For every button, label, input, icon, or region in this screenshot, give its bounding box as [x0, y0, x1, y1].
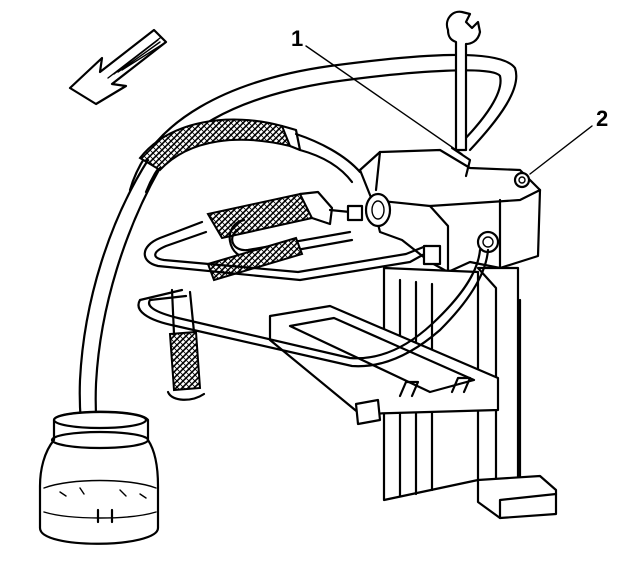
callout-1: 1 — [291, 26, 303, 51]
wrench-tool — [445, 10, 482, 152]
leader-lines — [305, 45, 593, 175]
braided-hose — [138, 118, 362, 184]
coiled-hose — [166, 288, 206, 401]
callout-2: 2 — [596, 106, 608, 131]
inner-hose-loop — [206, 190, 364, 282]
direction-arrow-icon — [68, 28, 168, 106]
catch-jar — [38, 410, 160, 545]
valve-body — [358, 146, 542, 274]
brake-lines — [137, 220, 490, 368]
